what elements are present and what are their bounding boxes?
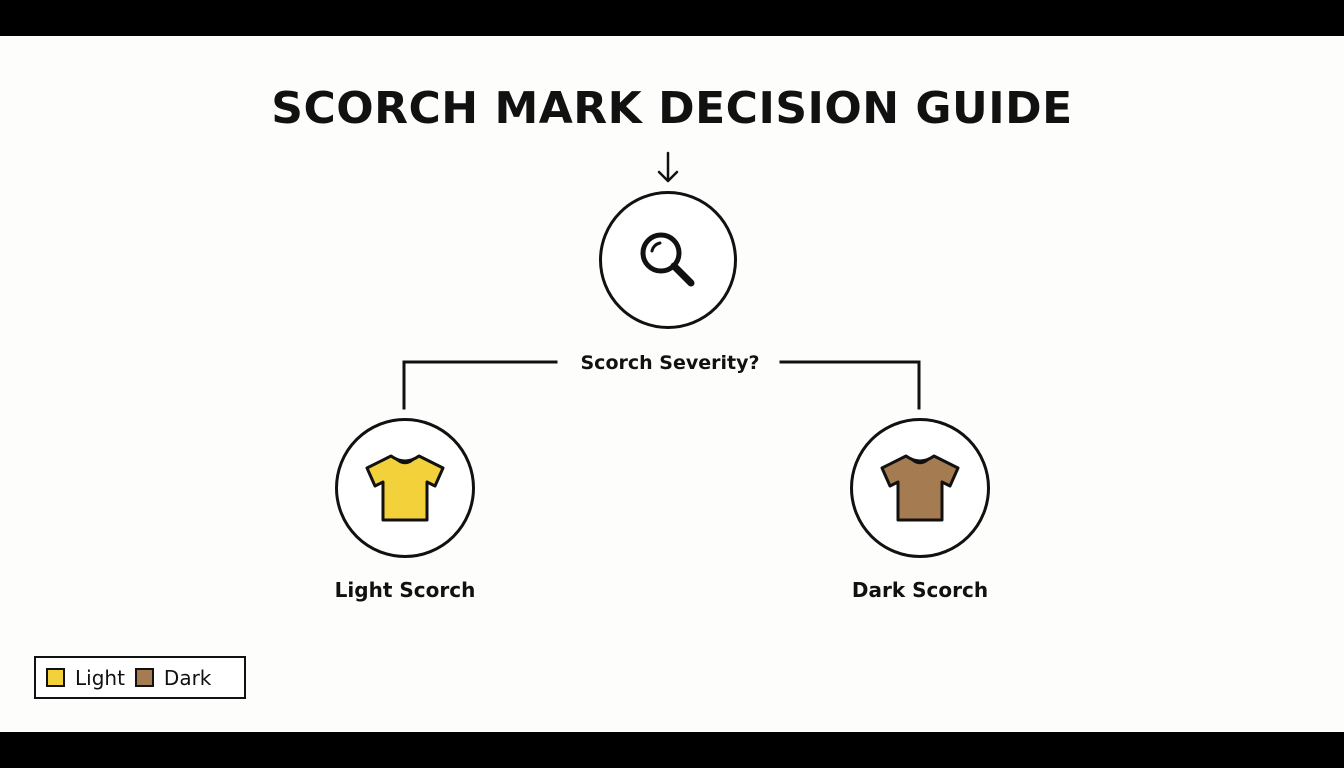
- legend-swatch-light: [46, 668, 65, 687]
- magnifying-glass-icon: [640, 232, 695, 287]
- dark-scorch-node: [850, 418, 990, 558]
- light-scorch-node: [335, 418, 475, 558]
- light-scorch-label: Light Scorch: [334, 578, 476, 602]
- legend: Light Dark: [34, 656, 246, 699]
- decision-question: Scorch Severity?: [580, 352, 760, 374]
- decision-node: [599, 191, 737, 329]
- page-title: SCORCH MARK DECISION GUIDE: [271, 83, 1073, 134]
- tshirt-icon: [365, 454, 445, 522]
- tshirt-icon: [880, 454, 960, 522]
- legend-label-dark: Dark: [163, 665, 212, 690]
- connector-light-branch: [402, 360, 558, 410]
- legend-label-light: Light: [75, 665, 125, 690]
- diagram-canvas: [0, 36, 1344, 732]
- entry-arrow: [657, 151, 679, 183]
- dark-scorch-label: Dark Scorch: [851, 578, 989, 602]
- legend-swatch-dark: [134, 668, 154, 687]
- branch-connectors: [402, 360, 921, 410]
- connector-dark-branch: [779, 360, 921, 410]
